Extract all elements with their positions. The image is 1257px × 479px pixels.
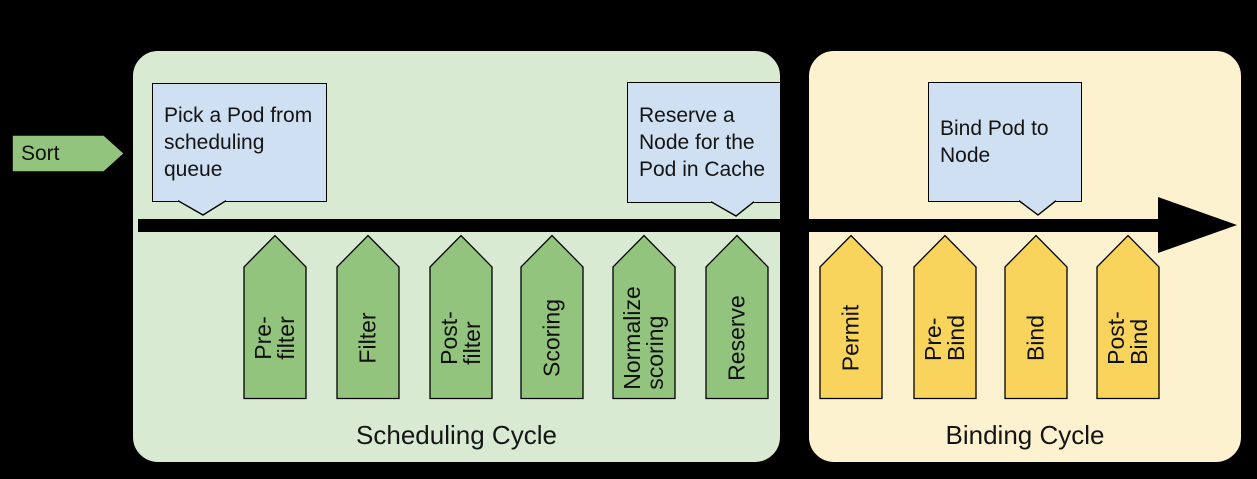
callout-tail-icon	[178, 199, 226, 216]
callout-bind-pod-text: Bind Pod to Node	[940, 117, 1049, 167]
timeline-arrowhead-icon	[1158, 197, 1237, 253]
plugin-arrow-pre-filter: Pre-filter	[243, 234, 307, 400]
plugin-arrow-filter: Filter	[336, 234, 400, 400]
plugin-label: Pre-Bind	[920, 314, 969, 362]
sort-arrow: Sort	[11, 134, 126, 173]
callout-pick-pod: Pick a Pod from scheduling queue	[152, 83, 327, 216]
plugin-arrow-normalize-scoring: Normalize scoring	[612, 234, 676, 400]
callout-tail-icon	[711, 200, 754, 217]
plugin-label: Bind	[1022, 314, 1049, 362]
plugin-arrow-post-bind: Post-Bind	[1096, 234, 1160, 400]
callout-reserve-node: Reserve a Node for the Pod in Cache	[627, 82, 781, 217]
plugin-label: Filter	[354, 312, 381, 364]
sort-arrow-shape	[11, 134, 126, 173]
timeline-arrow-shaft	[138, 219, 1168, 232]
plugin-arrow-permit: Permit	[819, 234, 883, 400]
plugin-label: Pre-filter	[250, 316, 299, 360]
plugin-label: Scoring	[538, 299, 565, 377]
binding-cycle-title: Binding Cycle	[945, 420, 1105, 450]
scheduling-cycle-title: Scheduling Cycle	[356, 420, 557, 450]
plugin-label: Permit	[837, 304, 864, 372]
callout-bind-pod: Bind Pod to Node	[928, 82, 1082, 216]
callout-tail-icon	[1019, 199, 1056, 216]
sort-label: Sort	[21, 141, 60, 165]
callout-reserve-node-text: Reserve a Node for the Pod in Cache	[639, 104, 766, 181]
plugin-arrow-pre-bind: Pre-Bind	[913, 234, 977, 400]
plugin-label: Reserve	[723, 295, 750, 381]
plugin-arrow-scoring: Scoring	[520, 234, 584, 400]
plugin-arrow-post-filter: Post-filter	[429, 234, 493, 400]
plugin-arrow-bind: Bind	[1004, 234, 1068, 400]
plugin-label: Post-Bind	[1103, 311, 1152, 365]
callout-pick-pod-text: Pick a Pod from scheduling queue	[164, 104, 313, 181]
plugin-label: Post-filter	[436, 311, 485, 365]
plugin-label: Normalize scoring	[619, 286, 668, 390]
plugin-arrow-reserve: Reserve	[705, 234, 769, 400]
